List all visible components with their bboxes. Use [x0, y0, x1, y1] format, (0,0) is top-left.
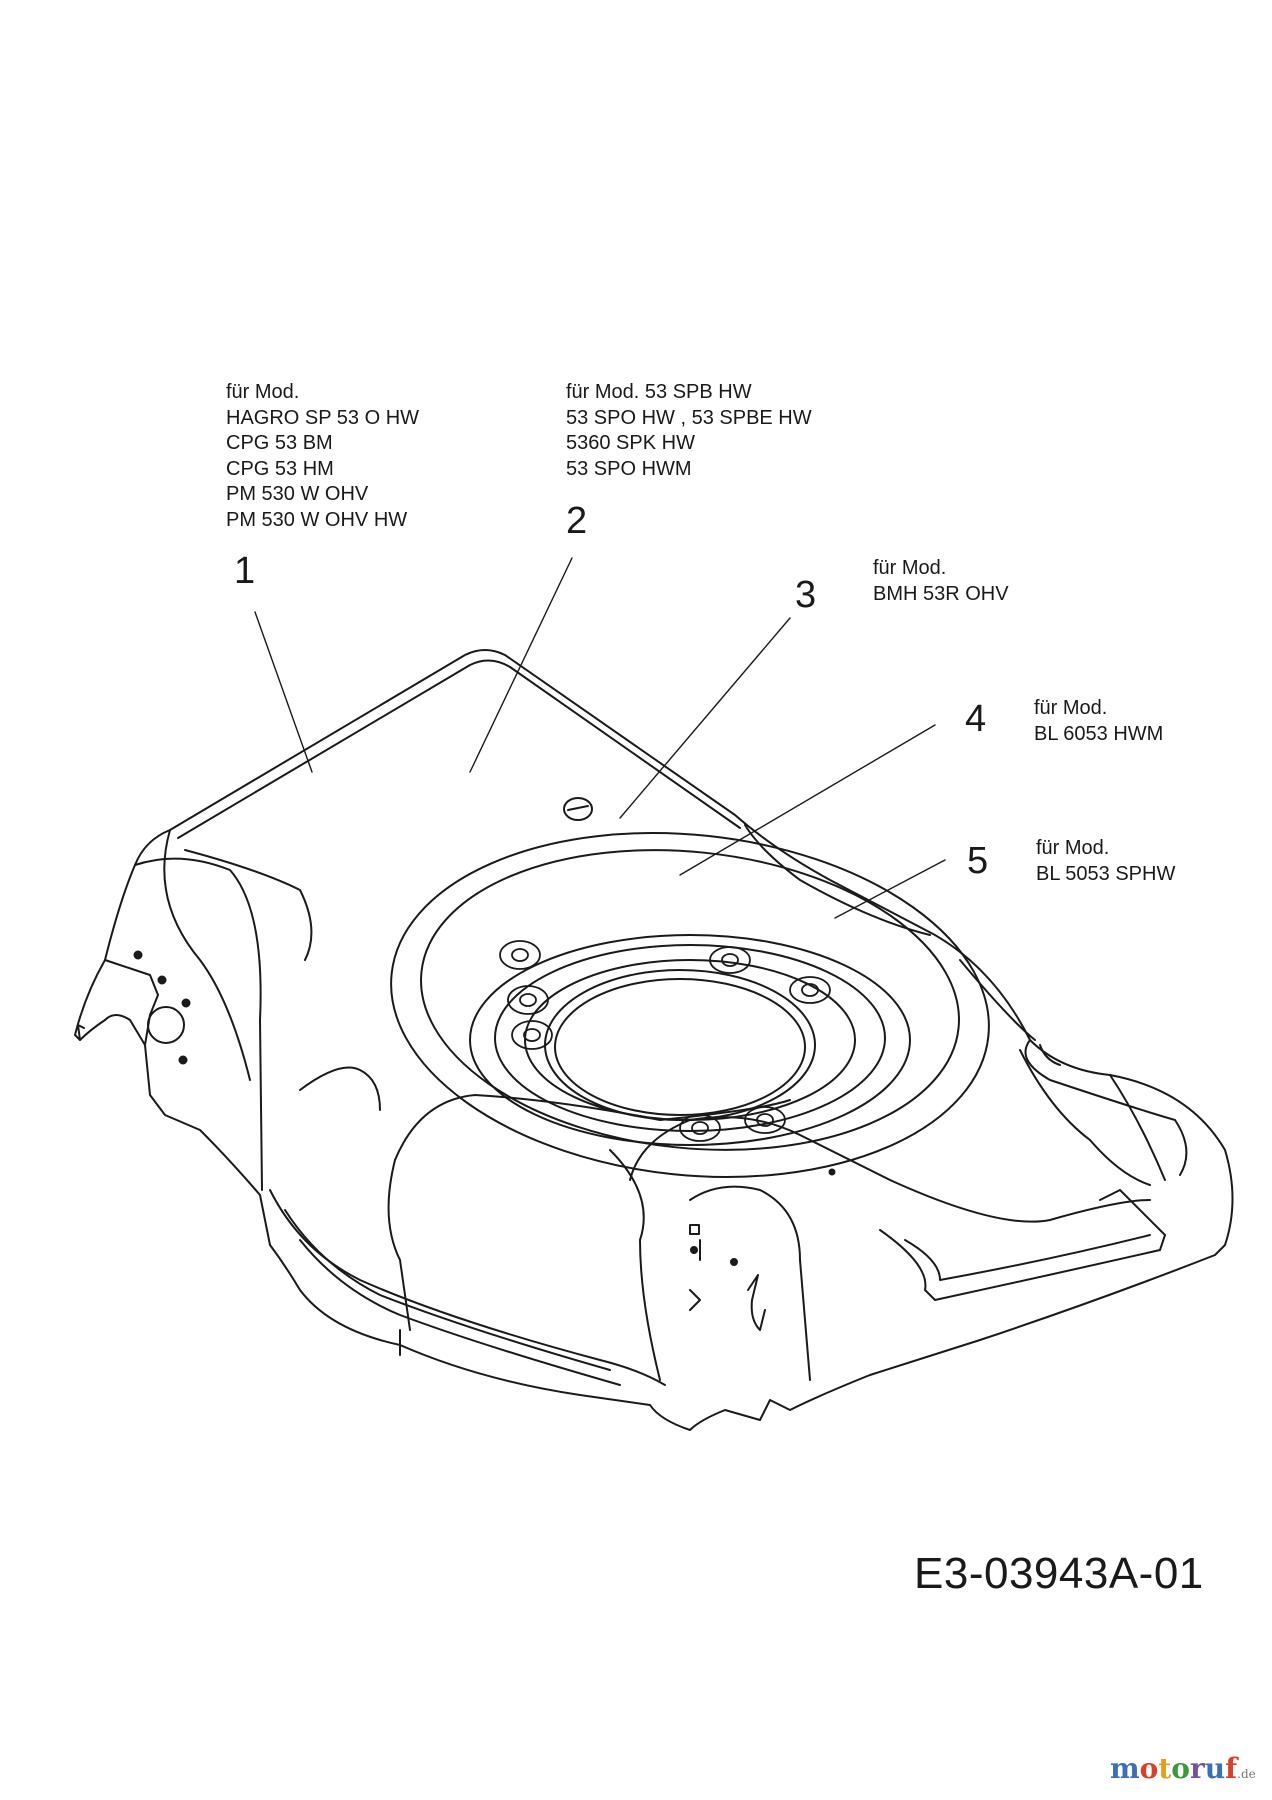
- rear-housing: [629, 1116, 1151, 1223]
- motor-mount-ring-outer: [469, 934, 911, 1146]
- watermark-letter: u: [1204, 1752, 1226, 1785]
- watermark-text: motoruf: [1110, 1752, 1237, 1785]
- front-lip: [269, 1189, 666, 1386]
- watermark-letter: t: [1158, 1752, 1172, 1785]
- motor-mount-ring-mid: [494, 944, 886, 1132]
- blade-dome-inner: [420, 849, 960, 1151]
- callout-2-models: für Mod. 53 SPB HW 53 SPO HW , 53 SPBE H…: [566, 381, 812, 480]
- deck-top-ridge-2: [184, 849, 313, 961]
- leader-5: [834, 859, 946, 919]
- deck-top-ridge: [177, 659, 741, 839]
- motor-opening: [544, 969, 816, 1121]
- watermark-letter: f: [1225, 1752, 1238, 1785]
- leader-4: [679, 724, 936, 876]
- watermark-suffix: .de: [1237, 1767, 1256, 1781]
- callout-2-number: 2: [566, 500, 588, 542]
- callout-3-models: für Mod. BMH 53R OHV: [873, 557, 1009, 605]
- callout-5-number: 5: [967, 840, 989, 882]
- mounting-bosses: [499, 940, 831, 1142]
- callout-4-models: für Mod. BL 6053 HWM: [1034, 697, 1164, 745]
- motor-mount-ring-inner: [524, 959, 856, 1121]
- leader-2: [469, 557, 573, 773]
- callout-1-models: für Mod. HAGRO SP 53 O HW CPG 53 BM CPG …: [226, 381, 420, 531]
- callout-4-number: 4: [965, 698, 987, 740]
- top-vent: [563, 797, 593, 821]
- discharge-slot: [879, 1189, 1166, 1301]
- side-plate-hole: [147, 1006, 185, 1044]
- callout-3-number: 3: [795, 574, 817, 616]
- blade-dome-outer: [390, 832, 990, 1178]
- leader-lines: [254, 557, 946, 919]
- watermark-letter: o: [1139, 1752, 1159, 1785]
- motoruf-watermark: motoruf.de: [1110, 1752, 1256, 1785]
- watermark-letter: r: [1189, 1752, 1205, 1785]
- leader-3: [619, 617, 791, 819]
- watermark-letter: o: [1171, 1752, 1190, 1785]
- leader-1: [254, 611, 313, 773]
- watermark-letter: m: [1110, 1752, 1140, 1785]
- drawing-id: E3-03943A-01: [914, 1549, 1204, 1598]
- callout-5-models: für Mod. BL 5053 SPHW: [1036, 837, 1176, 885]
- chute-body: [394, 1094, 791, 1161]
- callout-1-number: 1: [234, 550, 256, 592]
